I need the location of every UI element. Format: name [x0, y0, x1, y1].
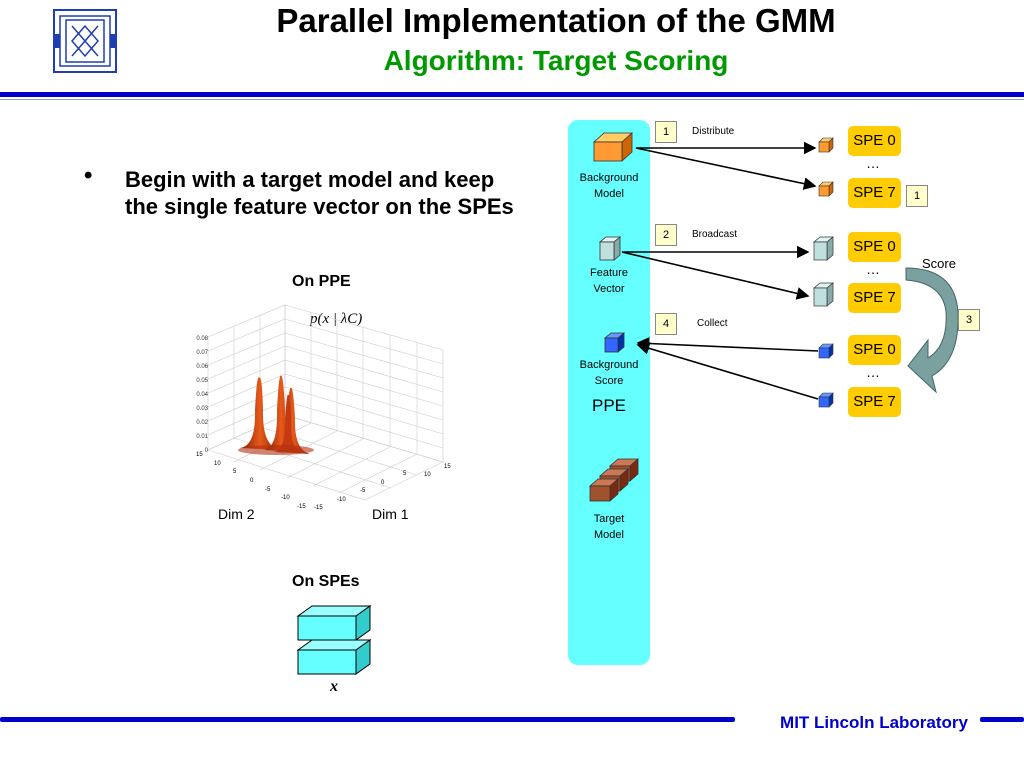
feature-vector-cube-icon	[598, 236, 622, 261]
ellipsis: …	[866, 364, 881, 380]
dim1-tick: 0	[381, 480, 385, 486]
label-line: Background	[579, 359, 639, 371]
target-model-label: Target Model	[568, 511, 650, 543]
bullet-text: Begin with a target model and keep the s…	[125, 167, 514, 219]
ztick: 0.02	[196, 420, 208, 426]
step-badge: 3	[958, 309, 980, 331]
page-subtitle: Algorithm: Target Scoring	[383, 45, 729, 76]
spe-box: SPE 7	[848, 387, 901, 417]
feature-vector-stack-icon	[296, 605, 372, 675]
dim2-tick: -5	[265, 487, 271, 493]
spe-box: SPE 7	[848, 283, 901, 313]
score-label: Score	[922, 256, 956, 271]
blue-cube-icon	[818, 392, 834, 408]
gmm-3d-plot	[207, 304, 444, 501]
dim2-tick: -15	[297, 504, 306, 510]
dim2-tick: 5	[233, 469, 237, 475]
blue-cube-icon	[818, 343, 834, 359]
page-title: Parallel Implementation of the GMM	[276, 2, 836, 39]
ztick: 0.01	[196, 434, 208, 440]
label-line: Target	[593, 513, 625, 525]
bullet-marker: •	[84, 162, 93, 189]
label-line: Model	[594, 529, 624, 541]
spes-caption: On SPEs	[292, 573, 360, 590]
step-badge: 1	[906, 185, 928, 207]
plot-caption: On PPE	[292, 273, 351, 290]
orange-cube-icon	[818, 137, 834, 153]
dim2-tick: 0	[250, 478, 254, 484]
mit-ll-logo	[53, 9, 117, 73]
ztick: 0.07	[196, 350, 208, 356]
footer-org: MIT Lincoln Laboratory	[780, 713, 968, 732]
dim2-label: Dim 2	[218, 506, 255, 522]
spe-box: SPE 0	[848, 232, 901, 262]
label-line: Model	[594, 188, 624, 200]
ppe-panel	[568, 120, 650, 665]
dim2-tick: 15	[196, 452, 203, 458]
dim2-tick: -10	[281, 495, 290, 501]
background-model-label: Background Model	[568, 170, 650, 202]
feature-cube-icon	[813, 236, 834, 261]
label-line: Score	[594, 375, 624, 387]
vector-label: x	[330, 678, 338, 695]
ztick: 0.06	[196, 364, 208, 370]
ztick: 0.04	[196, 392, 208, 398]
dim1-tick: 5	[403, 471, 407, 477]
label-line: Background	[579, 172, 639, 184]
ztick: 0.03	[196, 406, 208, 412]
step-badge: 2	[655, 224, 677, 246]
ztick: 0.08	[196, 336, 208, 342]
target-model-stack-icon	[588, 458, 640, 502]
plot-zticks: 0.08 0.07 0.06 0.05 0.04 0.03 0.02 0.01 …	[188, 332, 208, 458]
spe-box: SPE 0	[848, 335, 901, 365]
feature-cube-icon	[813, 282, 834, 307]
label-line: Feature	[590, 267, 628, 279]
feature-vector-label: Feature Vector	[568, 265, 650, 297]
dim1-tick: -15	[314, 505, 323, 511]
ztick: 0	[204, 448, 208, 454]
background-model-cube-icon	[592, 132, 634, 162]
ellipsis: …	[866, 261, 881, 277]
ztick: 0.05	[196, 378, 208, 384]
dim1-tick: 15	[444, 464, 451, 470]
header-rule-thin	[0, 99, 1024, 100]
step-badge: 4	[655, 313, 677, 335]
ppe-label: PPE	[591, 396, 627, 415]
footer-rule-right	[980, 717, 1024, 722]
step-label: Distribute	[692, 126, 735, 137]
dim2-tick: 10	[214, 461, 221, 467]
label-line: Vector	[593, 283, 625, 295]
background-score-label: Background Score	[568, 357, 650, 389]
background-score-cube-icon	[603, 332, 626, 353]
ellipsis: …	[866, 155, 881, 171]
orange-cube-icon	[818, 181, 834, 197]
dim1-tick: 10	[424, 472, 431, 478]
header-rule	[0, 92, 1024, 97]
dim1-tick: -5	[360, 488, 366, 494]
footer-rule-left	[0, 717, 735, 722]
spe-box: SPE 7	[848, 178, 901, 208]
step-badge: 1	[655, 121, 677, 143]
dim1-label: Dim 1	[372, 506, 409, 522]
step-label: Broadcast	[692, 229, 738, 240]
dim1-tick: -10	[337, 497, 346, 503]
spe-box: SPE 0	[848, 126, 901, 156]
step-label: Collect	[697, 318, 728, 329]
